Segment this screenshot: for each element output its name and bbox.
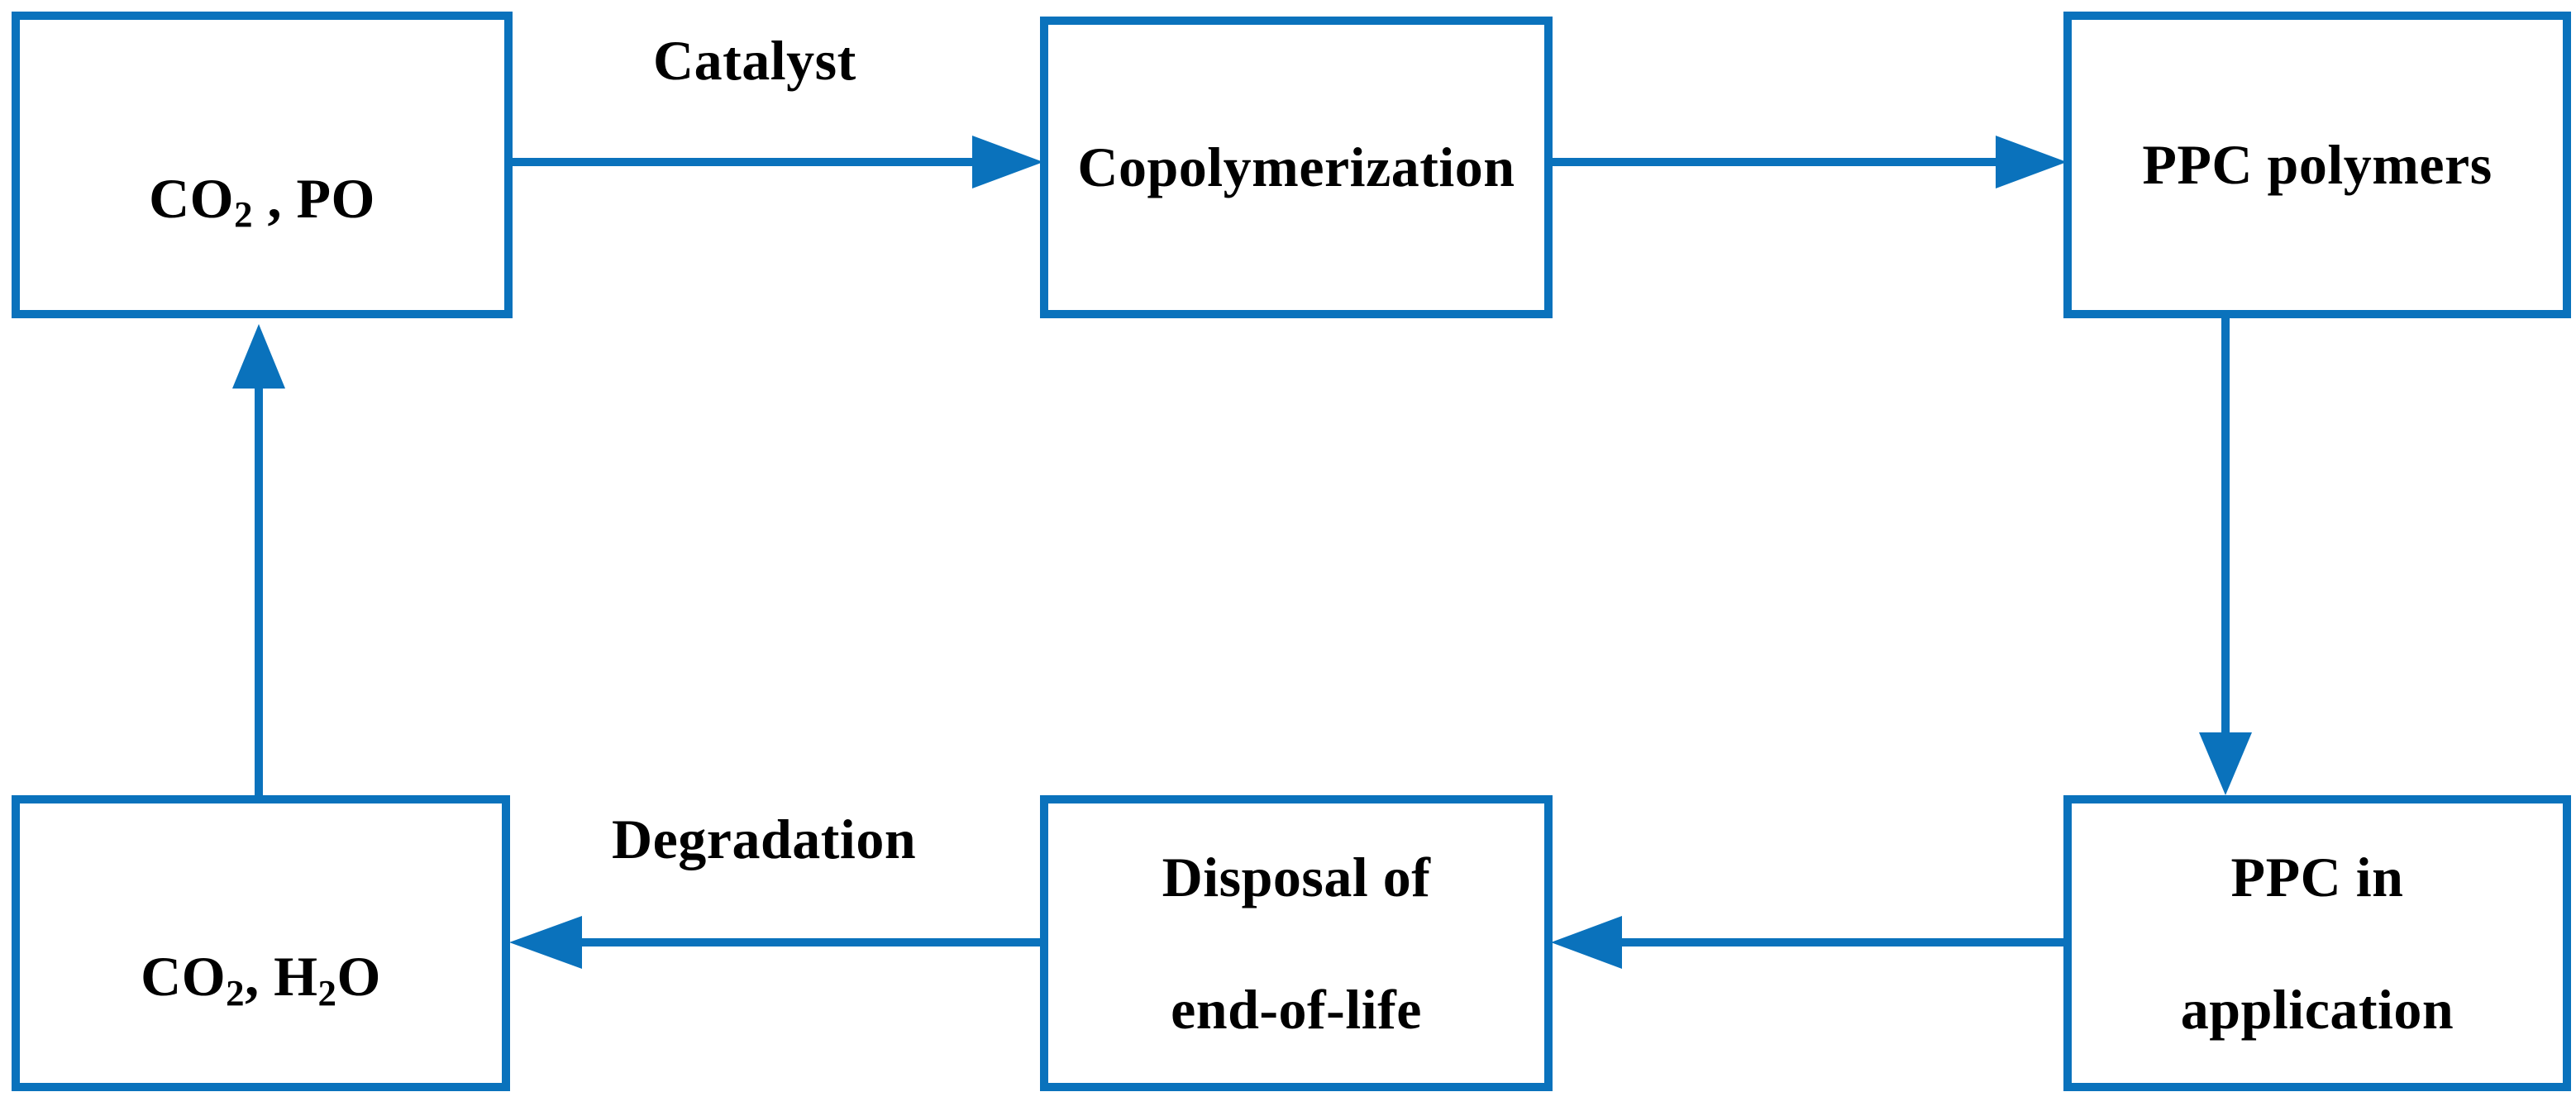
node-disposal-label-line1: Disposal of	[1162, 845, 1431, 908]
edge-label-catalyst: Catalyst	[653, 29, 856, 92]
node-ppc-application-label-line1: PPC in	[2230, 845, 2404, 908]
edge-copolymerization-to-ppc-polymers	[1553, 136, 2067, 188]
node-ppc-application[interactable]: PPC in application	[2063, 795, 2571, 1091]
edge-label-degradation: Degradation	[612, 808, 917, 870]
node-copolymerization-label: Copolymerization	[1077, 136, 1515, 199]
edge-ppc-polymers-to-ppc-application	[2199, 318, 2252, 795]
arrowhead-left-icon	[509, 916, 582, 969]
node-disposal-label: Disposal of end-of-life	[1162, 777, 1431, 1109]
node-ppc-application-label-line2: application	[2180, 978, 2454, 1042]
edge-ppc-application-to-disposal	[1551, 916, 2063, 969]
node-disposal[interactable]: Disposal of end-of-life	[1040, 795, 1553, 1091]
arrowhead-right-icon	[1996, 136, 2067, 188]
node-feedstock-label: CO2 , PO	[149, 166, 375, 236]
node-degradation-products-label: CO2, H2O	[141, 945, 381, 1013]
node-copolymerization[interactable]: Copolymerization	[1040, 17, 1553, 318]
edge-feedstock-to-copolymerization	[513, 136, 1043, 188]
arrowhead-up-icon	[232, 324, 285, 389]
node-degradation-products[interactable]: CO2, H2O	[12, 795, 510, 1091]
edge-degradation-products-to-feedstock	[232, 324, 285, 795]
node-ppc-polymers[interactable]: PPC polymers	[2063, 12, 2571, 318]
node-disposal-label-line2: end-of-life	[1171, 978, 1422, 1042]
edge-disposal-to-degradation-products	[509, 916, 1040, 969]
arrowhead-right-icon	[972, 136, 1043, 188]
node-ppc-application-label: PPC in application	[2181, 777, 2454, 1109]
arrowhead-left-icon	[1551, 916, 1622, 969]
node-ppc-polymers-label: PPC polymers	[2142, 133, 2493, 197]
node-feedstock[interactable]: CO2 , PO	[12, 12, 513, 318]
